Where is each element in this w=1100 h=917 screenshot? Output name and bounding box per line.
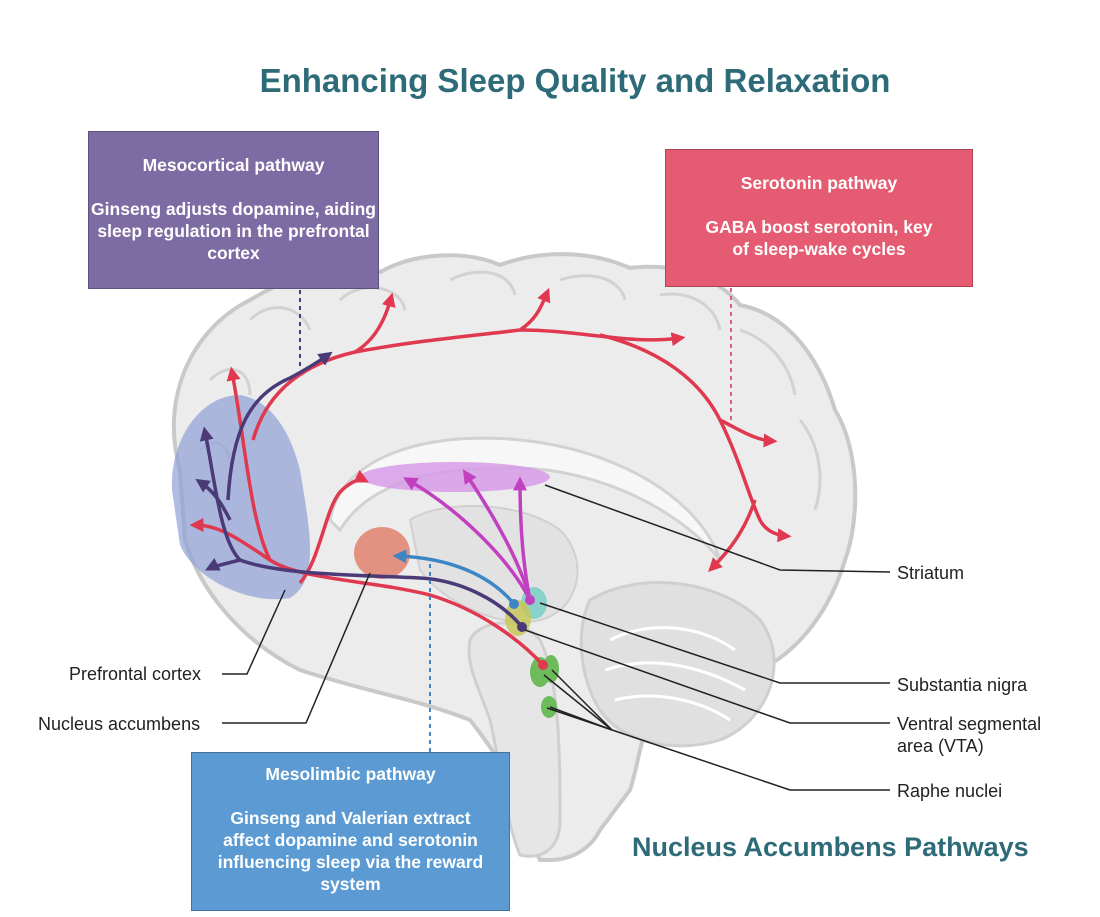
nucleus-accumbens-region (354, 527, 410, 579)
nigrostriatal-arrows (403, 469, 532, 601)
leader-lines (222, 484, 891, 791)
label-substantia-nigra: Substantia nigra (897, 675, 1028, 695)
mesocortical-arrows (195, 351, 524, 629)
mesocortical-heading: Mesocortical pathway (142, 155, 325, 175)
mesolimbic-box: Mesolimbic pathway Ginseng and Valerian … (191, 752, 510, 911)
raphe-region-3 (541, 696, 557, 718)
mesolimbic-origin-dot (509, 599, 519, 609)
serotonin-heading: Serotonin pathway (740, 173, 898, 193)
mesolimbic-heading: Mesolimbic pathway (265, 764, 436, 784)
serotonin-arrows (189, 287, 792, 667)
mesolimbic-arrow (392, 549, 516, 606)
raphe-origin-dot (538, 660, 548, 670)
mesocortical-body: Ginseng adjusts dopamine, aiding sleep r… (91, 199, 376, 263)
substantia-nigra-dot (525, 595, 535, 605)
serotonin-box: Serotonin pathway GABA boost serotonin, … (665, 149, 973, 287)
label-prefrontal-cortex: Prefrontal cortex (69, 664, 202, 684)
subtitle: Nucleus Accumbens Pathways (632, 832, 1029, 862)
mesocortical-box: Mesocortical pathway Ginseng adjusts dop… (88, 131, 379, 289)
label-vta: Ventral segmental area (VTA) (897, 714, 1042, 756)
label-nucleus-accumbens: Nucleus accumbens (38, 714, 201, 734)
vta-origin-dot (517, 622, 527, 632)
label-striatum: Striatum (897, 563, 965, 583)
label-raphe-nuclei: Raphe nuclei (897, 781, 1003, 801)
mesolimbic-body: Ginseng and Valerian extract affect dopa… (217, 808, 484, 894)
page-title: Enhancing Sleep Quality and Relaxation (259, 62, 891, 99)
serotonin-body: GABA boost serotonin, key of sleep-wake … (705, 217, 933, 259)
